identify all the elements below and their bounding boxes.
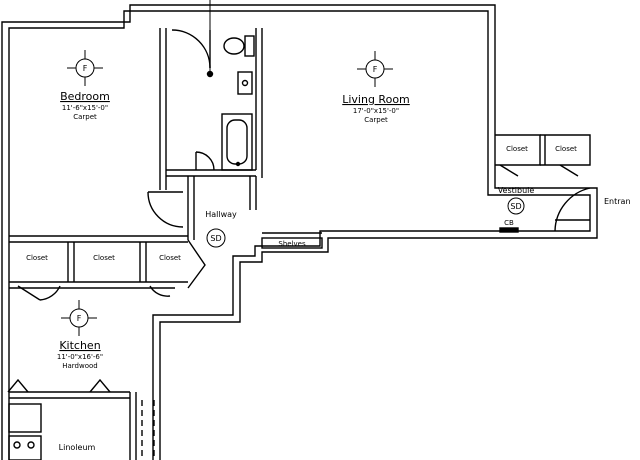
living-room-name: Living Room bbox=[342, 93, 410, 106]
closet-label-row-2: Closet bbox=[93, 254, 115, 262]
kitchen bbox=[7, 378, 155, 460]
cb-label: CB bbox=[504, 219, 514, 227]
smoke-detector-label-hall: SD bbox=[210, 234, 221, 243]
closet-label-row-1: Closet bbox=[26, 254, 48, 262]
closet-label-row-3: Closet bbox=[159, 254, 181, 262]
bathroom bbox=[171, 0, 255, 171]
fixture-icon-living bbox=[357, 51, 393, 87]
fixture-label-living: F bbox=[373, 65, 378, 74]
fixture-icon-bedroom bbox=[67, 50, 103, 86]
outer-walls bbox=[1, 4, 598, 460]
fixture-label-kitchen: F bbox=[77, 314, 82, 323]
living-room-dims: 17'-0"x15'-0" bbox=[353, 107, 399, 115]
fixture-icon-kitchen bbox=[61, 300, 97, 336]
closet-label-vestibule-2: Closet bbox=[555, 145, 577, 153]
bedroom-dims: 11'-6"x15'-0" bbox=[62, 104, 108, 112]
living-room-floor: Carpet bbox=[364, 116, 388, 124]
closet-label-vestibule-1: Closet bbox=[506, 145, 528, 153]
bedroom-walls bbox=[159, 28, 263, 240]
hallway-label: Hallway bbox=[205, 210, 237, 219]
bedroom-name: Bedroom bbox=[60, 90, 110, 103]
smoke-detector-label-vestibule: SD bbox=[510, 202, 521, 211]
smoke-detector-icon-vestibule bbox=[507, 197, 525, 215]
vestibule-closets bbox=[495, 134, 591, 233]
bedroom-floor: Carpet bbox=[73, 113, 97, 121]
labels: F F F Bedroom 11'-6"x15'-0" Carpet Livin… bbox=[26, 64, 630, 452]
fixture-icons bbox=[61, 50, 525, 336]
vestibule-label: Vestibule bbox=[498, 186, 535, 195]
entrance-label: Entran bbox=[604, 197, 631, 206]
shelves-label: Shelves bbox=[278, 240, 306, 248]
fixture-label-bedroom: F bbox=[83, 64, 88, 73]
smoke-detector-icon-hall bbox=[206, 228, 226, 248]
kitchen-floor: Hardwood bbox=[62, 362, 98, 370]
shelves bbox=[261, 232, 323, 249]
kitchen-name: Kitchen bbox=[59, 339, 100, 352]
linoleum-label: Linoleum bbox=[59, 443, 96, 452]
kitchen-dims: 11'-0"x16'-6" bbox=[57, 353, 103, 361]
closet-row bbox=[9, 191, 206, 301]
